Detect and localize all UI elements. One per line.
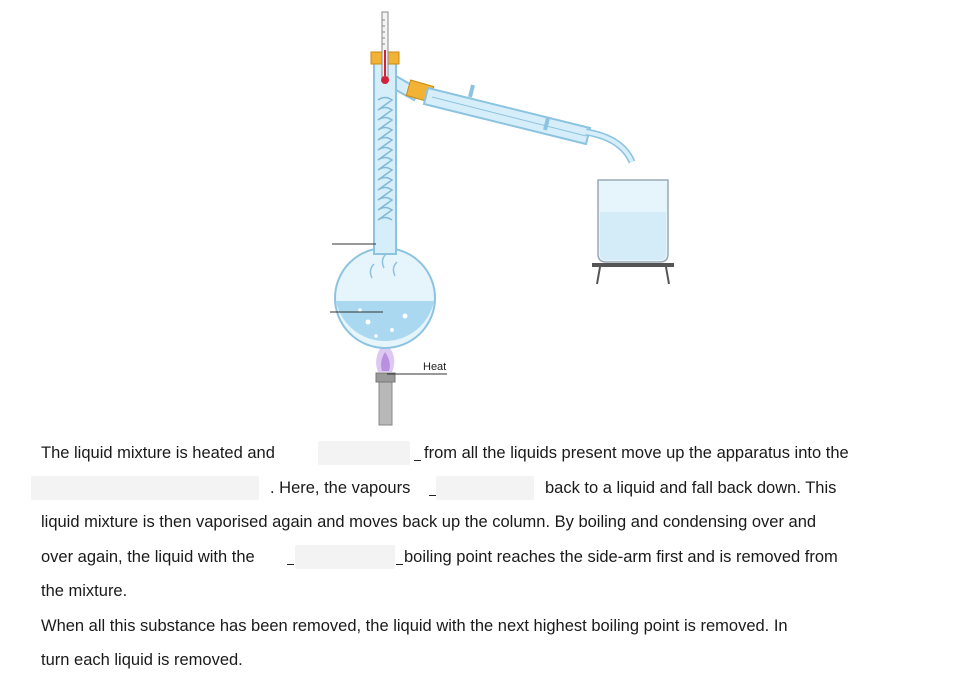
passage-segment: back to a liquid and fall back down. Thi… — [545, 478, 837, 497]
blank-marker — [396, 563, 403, 565]
passage-segment: . Here, the vapours — [270, 478, 411, 497]
passage-segment: turn each liquid is removed. — [41, 651, 243, 669]
blank-marker — [429, 494, 436, 496]
round-flask-icon — [334, 247, 436, 349]
blank-marker — [287, 563, 294, 565]
text-line: liquid mixture is then vaporised again a… — [41, 505, 921, 540]
answer-blank-4[interactable] — [295, 544, 395, 569]
flame-icon — [376, 342, 395, 372]
passage-segment: over again, the liquid with the — [41, 547, 255, 566]
text-line: The liquid mixture is heated and from al… — [41, 436, 921, 471]
text-line: the mixture. — [41, 574, 921, 609]
passage-segment: The liquid mixture is heated and — [41, 444, 275, 462]
text-line: over again, the liquid with the boiling … — [41, 540, 921, 575]
answer-blank-1[interactable] — [318, 441, 410, 465]
passage-segment: When all this substance has been removed… — [41, 616, 788, 635]
condenser-icon — [422, 84, 636, 164]
answer-blank-2[interactable] — [31, 475, 259, 500]
passage-segment: boiling point reaches the side-arm first… — [404, 547, 838, 566]
fractionating-column-icon — [373, 61, 397, 255]
passage-segment: the mixture. — [41, 582, 128, 600]
text-line: . Here, the vapours back to a liquid and… — [31, 471, 921, 506]
text-line: turn each liquid is removed. — [41, 643, 921, 678]
distillation-diagram — [330, 11, 674, 426]
thermometer-icon — [381, 11, 389, 84]
answer-blank-3[interactable] — [436, 475, 534, 500]
text-line: When all this substance has been removed… — [41, 609, 921, 644]
passage-segment: from all the liquids present move up the… — [424, 444, 849, 462]
blank-marker — [414, 460, 421, 461]
heat-label: Heat — [423, 361, 447, 373]
bunsen-burner-icon — [375, 372, 396, 426]
beaker-icon — [597, 179, 669, 263]
passage-text: The liquid mixture is heated and from al… — [31, 436, 921, 678]
passage-segment: liquid mixture is then vaporised again a… — [41, 513, 817, 531]
tripod-icon — [592, 263, 674, 285]
